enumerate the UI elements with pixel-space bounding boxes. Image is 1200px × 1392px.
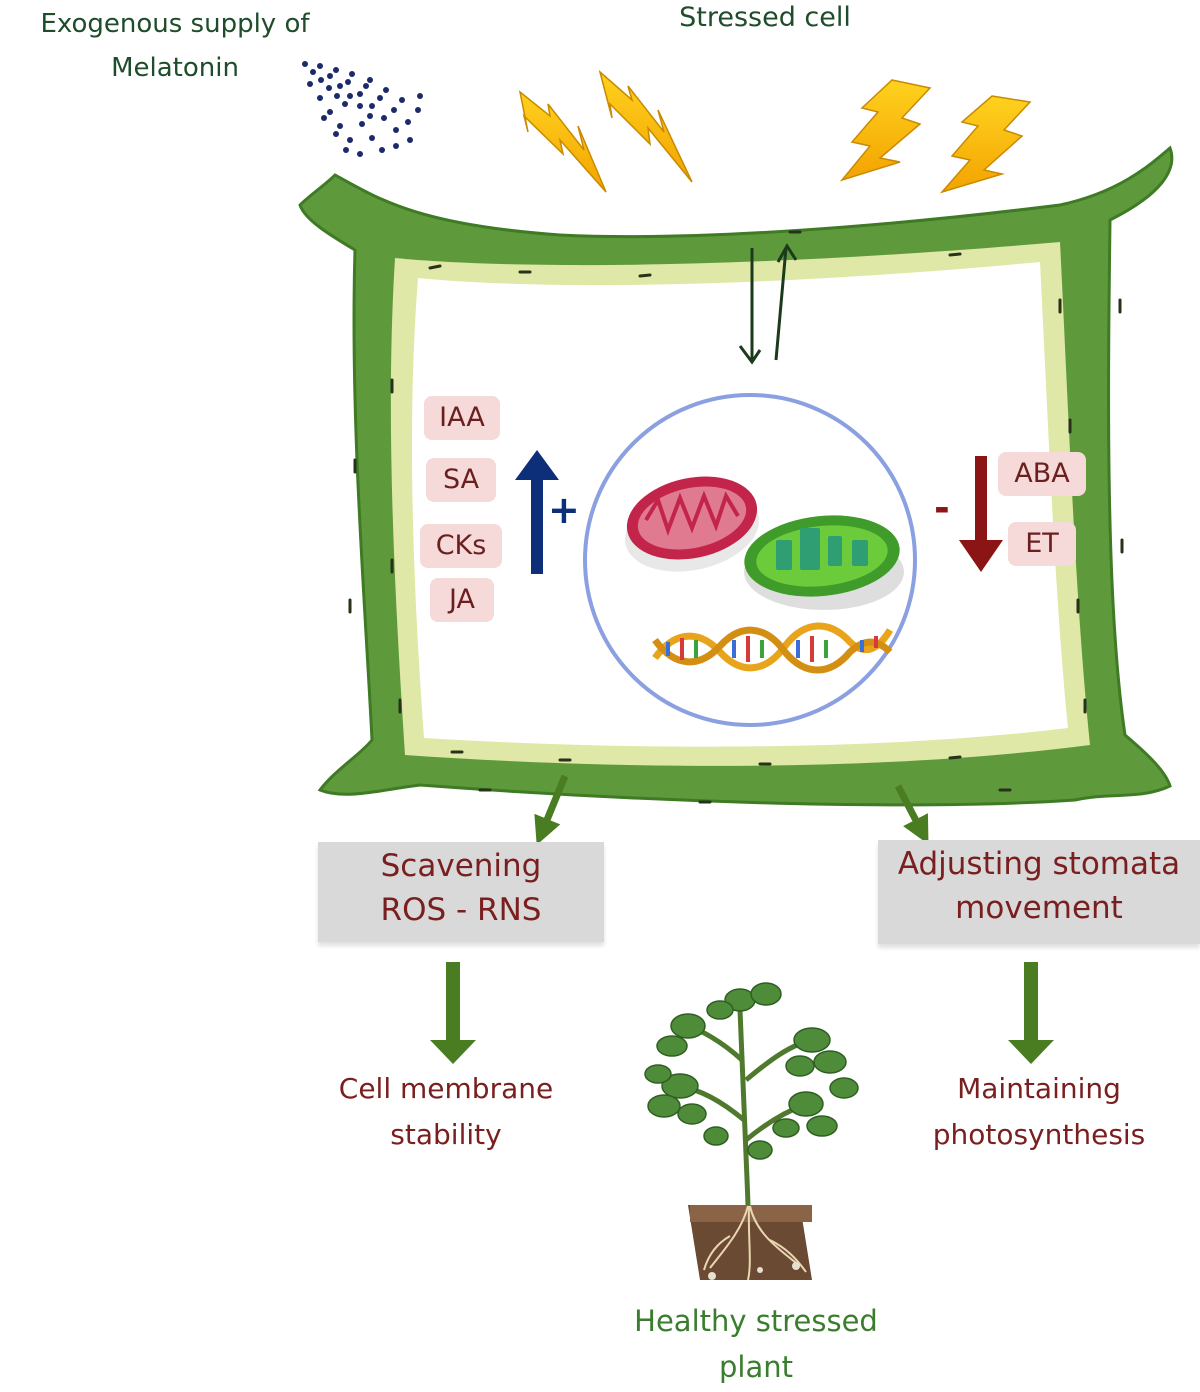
chloroplast-icon (744, 515, 904, 610)
hormone-ja: JA (430, 578, 494, 622)
arrow-to-left-box (534, 774, 569, 845)
healthy-plant-label: Healthy stressed plant (634, 1304, 878, 1384)
stomata-box: Adjusting stomata movement (878, 840, 1200, 944)
hormone-cks: CKs (420, 524, 502, 568)
scavenging-box: Scavening ROS - RNS (318, 842, 604, 942)
membrane-stability-label: Cell membrane stability (338, 1072, 554, 1151)
dna-icon (652, 622, 894, 674)
plus-sign: + (548, 488, 580, 532)
hormone-sa: SA (426, 458, 496, 502)
arrow-to-right-outcome (1008, 962, 1054, 1064)
hormone-et: ET (1008, 522, 1076, 566)
lightning-icon (518, 69, 1032, 194)
hormone-iaa: IAA (424, 396, 500, 440)
photosynthesis-label: Maintaining photosynthesis (932, 1072, 1146, 1151)
minus-sign: - (934, 486, 950, 530)
exogenous-label: Exogenous supply of Melatonin (40, 9, 310, 83)
up-arrow (515, 450, 559, 574)
exchange-arrows (738, 243, 798, 365)
arrow-to-right-box (894, 784, 929, 845)
spray-icon (302, 61, 423, 157)
mitochondrion-icon (624, 476, 760, 572)
stressed-cell-label: Stressed cell (679, 2, 851, 33)
arrow-to-left-outcome (430, 962, 476, 1064)
plant-icon (644, 982, 859, 1281)
hormone-aba: ABA (998, 452, 1086, 496)
down-arrow (959, 456, 1003, 572)
